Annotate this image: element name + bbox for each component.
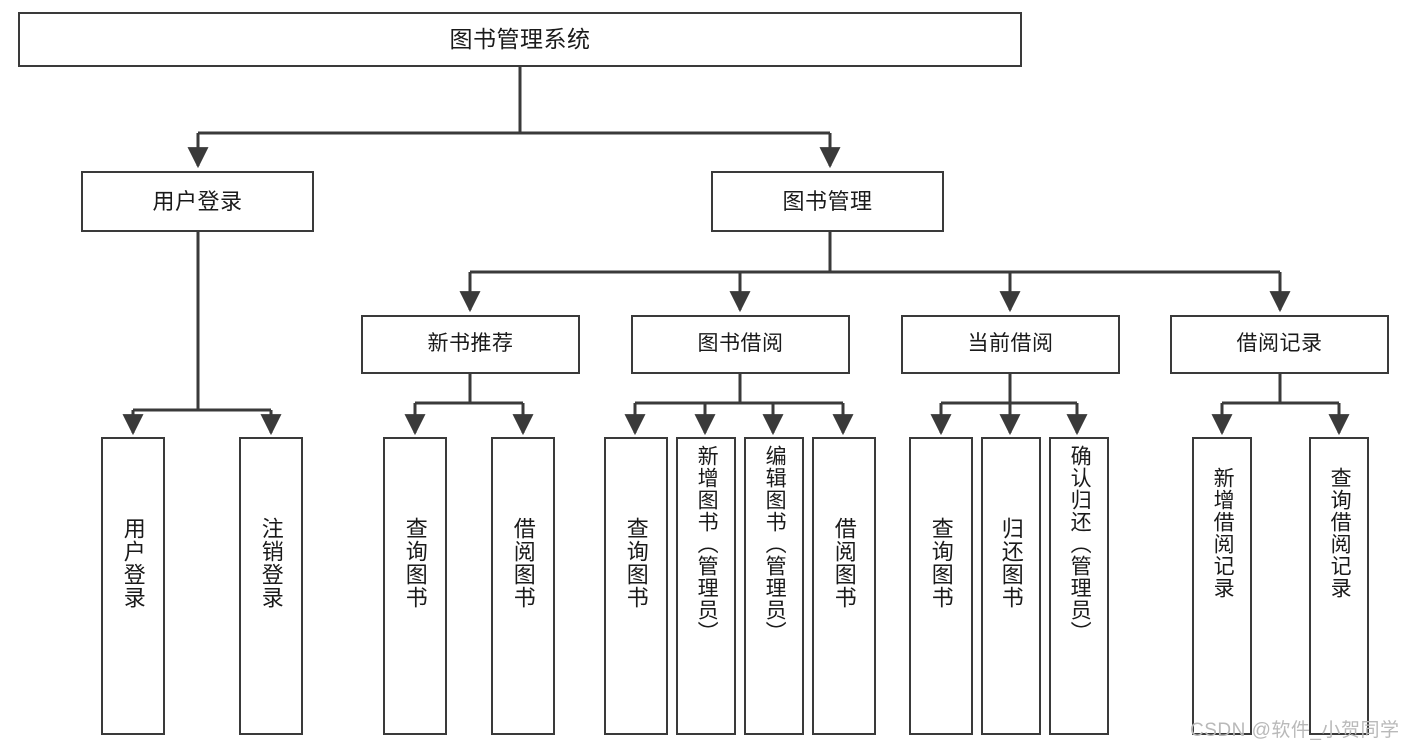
- node-book-borrow[interactable]: 图书借阅: [631, 315, 850, 374]
- leaf-add-borrow-record[interactable]: 新增借阅记录: [1192, 437, 1252, 735]
- leaf-logout[interactable]: 注销登录: [239, 437, 303, 735]
- node-label: 查询图书: [623, 517, 649, 609]
- node-label: 查询图书: [928, 517, 954, 609]
- node-current-borrow[interactable]: 当前借阅: [901, 315, 1120, 374]
- leaf-query-book-recommend[interactable]: 查询图书: [383, 437, 447, 735]
- node-label: 归还图书: [998, 517, 1024, 609]
- node-label: 确认归还（管理员）: [1068, 445, 1092, 643]
- node-label: 用户登录: [152, 188, 243, 214]
- leaf-return-book[interactable]: 归还图书: [981, 437, 1041, 735]
- leaf-borrow-book-recommend[interactable]: 借阅图书: [491, 437, 555, 735]
- leaf-add-book-admin[interactable]: 新增图书（管理员）: [676, 437, 736, 735]
- node-label: 图书借阅: [697, 332, 784, 356]
- leaf-borrow-book-borrow[interactable]: 借阅图书: [812, 437, 876, 735]
- leaf-confirm-return-admin[interactable]: 确认归还（管理员）: [1049, 437, 1109, 735]
- node-new-book-recommend[interactable]: 新书推荐: [361, 315, 580, 374]
- node-label: 当前借阅: [967, 332, 1054, 356]
- leaf-query-book-borrow[interactable]: 查询图书: [604, 437, 668, 735]
- leaf-query-book-current[interactable]: 查询图书: [909, 437, 973, 735]
- node-user-login[interactable]: 用户登录: [81, 171, 314, 232]
- node-label: 图书管理系统: [449, 25, 591, 52]
- node-label: 查询借阅记录: [1328, 467, 1352, 599]
- leaf-edit-book-admin[interactable]: 编辑图书（管理员）: [744, 437, 804, 735]
- node-label: 用户登录: [120, 517, 146, 609]
- node-root-book-management-system[interactable]: 图书管理系统: [18, 12, 1022, 67]
- node-label: 注销登录: [258, 517, 284, 609]
- leaf-user-login[interactable]: 用户登录: [101, 437, 165, 735]
- node-label: 图书管理: [782, 188, 873, 214]
- leaf-query-borrow-record[interactable]: 查询借阅记录: [1309, 437, 1369, 735]
- watermark-credit: CSDN @软件_小贺同学: [1190, 720, 1400, 741]
- node-label: 借阅图书: [510, 517, 536, 609]
- node-label: 新增借阅记录: [1211, 467, 1235, 599]
- node-label: 新书推荐: [427, 332, 514, 356]
- node-label: 新增图书（管理员）: [695, 445, 719, 643]
- node-label: 借阅图书: [831, 517, 857, 609]
- node-label: 编辑图书（管理员）: [763, 445, 787, 643]
- node-borrow-record[interactable]: 借阅记录: [1170, 315, 1389, 374]
- node-label: 借阅记录: [1236, 332, 1323, 356]
- node-book-management[interactable]: 图书管理: [711, 171, 944, 232]
- node-label: 查询图书: [402, 517, 428, 609]
